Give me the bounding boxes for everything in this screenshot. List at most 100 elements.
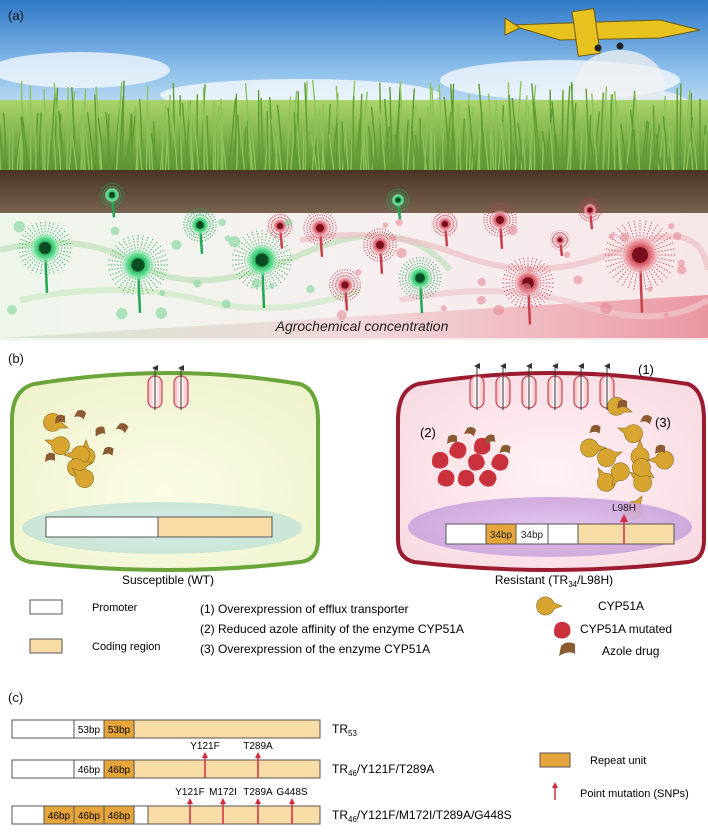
susceptible-colony bbox=[232, 230, 292, 309]
cyp51a-icon bbox=[610, 462, 630, 487]
promoter-segment bbox=[133, 805, 149, 825]
spore-dot bbox=[493, 304, 504, 316]
mutation-label: T289A bbox=[243, 741, 273, 752]
legend-coding-swatch bbox=[29, 638, 63, 654]
coding-region-segment bbox=[133, 759, 321, 779]
spore-dot bbox=[507, 225, 518, 236]
azole-drug-icon bbox=[589, 424, 601, 434]
azole-drug-icon bbox=[485, 434, 496, 445]
resistant-colony bbox=[604, 219, 676, 313]
cyp51a-icon bbox=[647, 450, 674, 470]
susceptible-cell bbox=[10, 365, 320, 572]
cyp51a-icon bbox=[632, 458, 655, 479]
spore-dot bbox=[526, 266, 533, 273]
efflux-pump bbox=[147, 365, 163, 410]
cyp51a-mutated-icon bbox=[491, 453, 509, 471]
cyp51a-mutated-icon bbox=[468, 453, 485, 471]
efflux-pump bbox=[547, 363, 563, 410]
res-coding-region bbox=[577, 523, 675, 545]
azole-drug-icon bbox=[499, 444, 511, 454]
legend-item-3: (3) Overexpression of the enzyme CYP51A bbox=[200, 642, 430, 656]
spore-dot bbox=[251, 278, 262, 289]
mutation-label: Y121F bbox=[190, 741, 219, 752]
cyp51a-mutated-icon bbox=[437, 469, 455, 487]
res-mutation-arrowhead bbox=[620, 514, 628, 522]
allele-name: TR53 bbox=[332, 722, 357, 738]
spore-dot bbox=[218, 218, 226, 227]
resistant-colony bbox=[550, 230, 570, 257]
spore-dot bbox=[284, 218, 293, 227]
azole-drug-icon bbox=[55, 414, 65, 424]
spore-dot bbox=[110, 226, 120, 236]
panel-b: (b) Susceptible (WT) 34bp 34bp bbox=[8, 351, 706, 658]
legend-promoter-label: Promoter bbox=[92, 602, 138, 614]
spore-dot bbox=[228, 235, 241, 248]
azole-drug-icon bbox=[95, 426, 106, 437]
resistant-colony bbox=[578, 198, 602, 230]
legend-item-2: (2) Reduced azole affinity of the enzyme… bbox=[200, 622, 464, 636]
res-mutation-label: L98H bbox=[612, 503, 636, 514]
spore-dot bbox=[668, 223, 675, 230]
legend-azole-icon bbox=[559, 642, 575, 656]
susceptible-colony bbox=[386, 188, 410, 220]
spore-dot bbox=[521, 283, 532, 294]
spore-dot bbox=[573, 275, 583, 285]
resistant-colony bbox=[431, 210, 459, 247]
efflux-pump bbox=[521, 363, 537, 410]
cyp51a-mutated-icon bbox=[458, 469, 475, 487]
azole-drug-icon bbox=[447, 434, 457, 444]
spore-dot bbox=[476, 295, 486, 305]
spore-dot bbox=[355, 269, 362, 276]
promoter-segment bbox=[11, 805, 45, 825]
mutation-label: T289A bbox=[243, 787, 273, 798]
gradient-label: Agrochemical concentration bbox=[275, 318, 449, 334]
resistant-colony bbox=[329, 269, 361, 311]
susceptible-colony bbox=[398, 256, 442, 314]
fungal-colonies bbox=[7, 181, 687, 325]
spore-dot bbox=[677, 259, 685, 267]
repeat-label: 46bp bbox=[108, 765, 131, 776]
spore-dot bbox=[7, 305, 17, 315]
spore-dot bbox=[395, 218, 403, 227]
cyp51a-icon bbox=[617, 424, 643, 443]
promoter-segment bbox=[11, 759, 75, 779]
susceptible-caption: Susceptible (WT) bbox=[122, 573, 214, 587]
cyp51a-icon bbox=[580, 438, 607, 458]
azole-drug-icon bbox=[639, 414, 653, 425]
resistant-colony bbox=[482, 202, 518, 249]
susceptible-colony bbox=[17, 220, 73, 293]
legend-point-label: Point mutation (SNPs) bbox=[580, 788, 689, 800]
efflux-pump bbox=[573, 363, 589, 410]
spore-dot bbox=[224, 235, 231, 242]
cyp51a-icon bbox=[597, 448, 623, 467]
azole-drug-icon bbox=[655, 444, 665, 454]
marker-3: (3) bbox=[655, 415, 671, 430]
cyp51a-icon bbox=[596, 467, 616, 492]
legend-item-1: (1) Overexpression of efflux transporter bbox=[200, 602, 409, 616]
legend-repeat-swatch bbox=[539, 752, 571, 768]
spore-dot bbox=[663, 312, 669, 318]
spore-dot bbox=[306, 285, 315, 294]
legend-cyp51a-mutated-label: CYP51A mutated bbox=[580, 622, 672, 636]
spore-dot bbox=[390, 235, 397, 241]
panel-c-label: (c) bbox=[8, 690, 23, 705]
azole-drug-icon bbox=[73, 409, 87, 420]
legend-cyp51a-label: CYP51A bbox=[598, 599, 644, 613]
efflux-pump bbox=[173, 365, 189, 410]
cyp51a-icon bbox=[44, 436, 70, 455]
cyp51a-mutated-icon bbox=[449, 441, 467, 459]
spore-dot bbox=[440, 305, 447, 312]
spore-dot bbox=[193, 279, 202, 288]
spore-dot bbox=[116, 308, 128, 320]
spore-dot bbox=[673, 232, 682, 240]
crop-duster-plane-icon bbox=[504, 8, 701, 57]
marker-1: (1) bbox=[638, 362, 654, 377]
panel-a-label: (a) bbox=[8, 8, 24, 23]
grass-blades bbox=[0, 80, 708, 176]
mutation-label: M172I bbox=[209, 787, 237, 798]
spore-dot bbox=[619, 232, 630, 242]
